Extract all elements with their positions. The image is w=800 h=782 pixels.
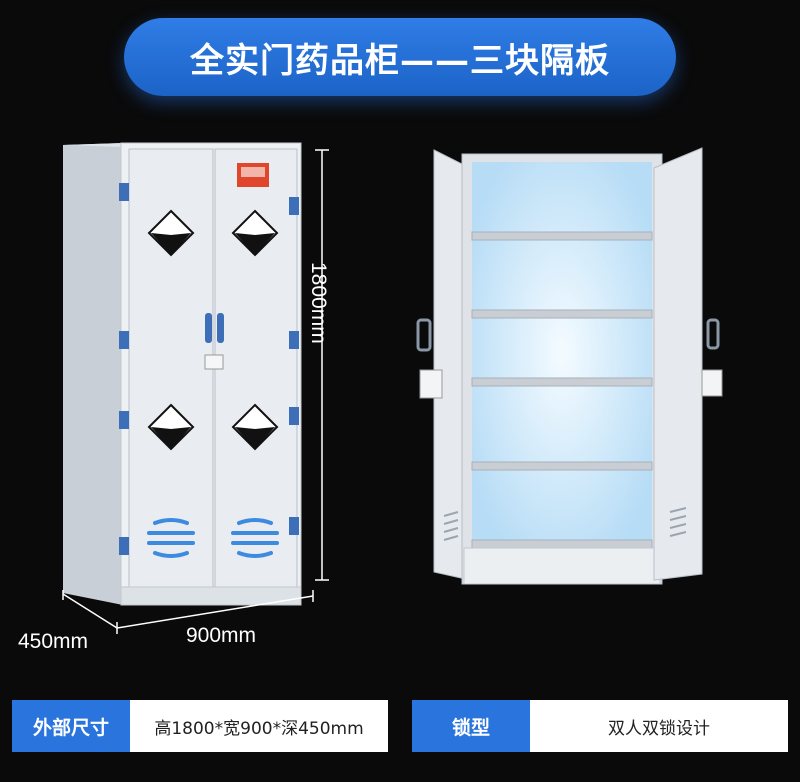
height-dimension-line [315,149,329,581]
spec-lock-type: 锁型 双人双锁设计 [412,700,788,752]
depth-label: 450mm [18,630,89,653]
title-banner: 全实门药品柜——三块隔板 [124,18,676,96]
spec-value: 高1800*宽900*深450mm [130,700,388,752]
closed-cabinet-image [63,142,302,606]
width-label: 900mm [186,624,257,647]
spec-external-size: 外部尺寸 高1800*宽900*深450mm [12,700,388,752]
banner-title: 全实门药品柜——三块隔板 [190,40,610,81]
spec-value: 双人双锁设计 [530,700,788,752]
height-label: 1800mm [307,262,330,344]
spec-label: 外部尺寸 [12,700,130,752]
width-depth-dimension-lines [62,590,314,634]
spec-label: 锁型 [412,700,530,752]
open-cabinet-image [416,147,723,585]
